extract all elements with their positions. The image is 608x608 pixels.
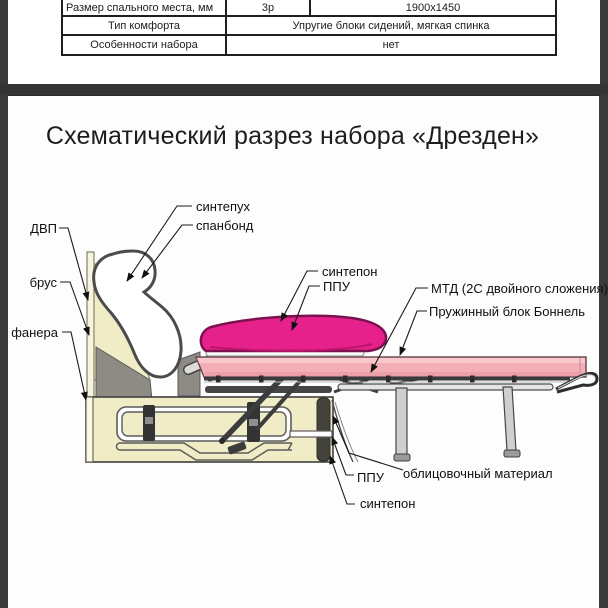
spec-row2-label: Тип комфорта — [61, 15, 227, 36]
spec-table: Размер спального места, мм 3р 1900х1450 … — [61, 0, 557, 56]
leader-mtd — [370, 287, 428, 373]
seat-cushion-assembly — [199, 314, 388, 357]
spec-row1-code: 3р — [225, 0, 311, 17]
fold-tube-bottom — [120, 449, 292, 461]
strap-right-buckle — [249, 419, 258, 426]
label-sintepon-base: синтепон — [360, 496, 416, 511]
mech-diagonal1 — [219, 375, 285, 444]
spec-table-section: Размер спального места, мм 3р 1900х1450 … — [8, 0, 600, 84]
label-facing: облицовочный материал — [403, 466, 553, 481]
spec-row3-label: Особенности набора — [61, 34, 227, 56]
strap-left-buckle — [145, 417, 153, 424]
label-sintepuh: синтепух — [196, 199, 251, 214]
label-ppu-base: ППУ — [357, 470, 384, 485]
label-dvp: ДВП — [30, 221, 57, 236]
label-ppu-seat: ППУ — [323, 279, 350, 294]
spec-row1-label: Размер спального места, мм — [61, 0, 227, 17]
base-box — [85, 396, 359, 463]
page-title: Схематический разрез набора «Дрезден» — [45, 122, 540, 150]
table-row: Тип комфорта Упругие блоки сидений, мягк… — [61, 15, 557, 36]
facing-layer-curve2 — [334, 401, 359, 463]
label-spring-block: Пружинный блок Боннель — [429, 304, 586, 319]
mech-joint2 — [219, 438, 225, 444]
bed-leg-right — [502, 386, 517, 452]
leader-sintepon-base — [329, 455, 355, 505]
frame-hook-highlight — [557, 374, 596, 389]
label-mtd: МТД (2С двойного сложения) — [431, 281, 608, 296]
frame-hook-end — [555, 371, 599, 394]
mtd-clamps — [216, 375, 517, 383]
spec-row3-value: нет — [225, 34, 557, 56]
backrest-assembly — [86, 249, 201, 401]
fold-mechanism — [183, 355, 433, 455]
mech-bracket — [227, 441, 247, 455]
separator-band — [0, 84, 608, 95]
backrest-cushion — [92, 249, 183, 379]
bed-leg-left — [395, 387, 408, 456]
support-tube — [337, 383, 554, 391]
frame-tube-extension — [289, 430, 333, 438]
facing-layer-curve — [331, 399, 354, 463]
bed-leg-right-foot — [503, 449, 521, 458]
leader-ppu-seat — [291, 285, 320, 331]
label-spanbond: спанбонд — [196, 218, 254, 233]
leader-brus — [60, 281, 90, 336]
mech-diagonal2 — [256, 379, 302, 430]
spec-row2-value: Упругие блоки сидений, мягкая спинка — [225, 15, 557, 36]
leader-fanera — [62, 331, 88, 401]
leader-lines — [59, 205, 428, 505]
plywood-panel — [85, 396, 94, 463]
leader-sintepuh — [126, 205, 192, 282]
leader-spanbond — [141, 224, 193, 279]
mattress-assembly — [194, 356, 599, 462]
label-fanera: фанера — [11, 325, 58, 340]
spec-row1-value: 1900х1450 — [309, 0, 557, 17]
fold-tube-top — [120, 442, 292, 454]
label-sintepon-seat: синтепон — [322, 264, 378, 279]
table-row: Особенности набора нет — [61, 34, 557, 56]
mattress-top-face — [197, 358, 585, 363]
leader-facing — [332, 415, 404, 471]
seat-cushion-shade — [209, 343, 373, 352]
box-front-edge — [316, 397, 331, 462]
bed-leg-left-foot — [393, 453, 411, 462]
mattress-bottom-shade — [206, 372, 579, 376]
fold-tube-cap — [115, 442, 293, 451]
leader-spring-block — [399, 310, 427, 356]
table-row: Размер спального места, мм 3р 1900х1450 — [61, 0, 557, 17]
label-brus: брус — [29, 275, 57, 290]
leader-sintepon-seat — [280, 270, 318, 322]
seat-cushion — [199, 314, 388, 353]
leader-ppu-base — [331, 436, 354, 476]
leader-dvp — [59, 227, 90, 301]
